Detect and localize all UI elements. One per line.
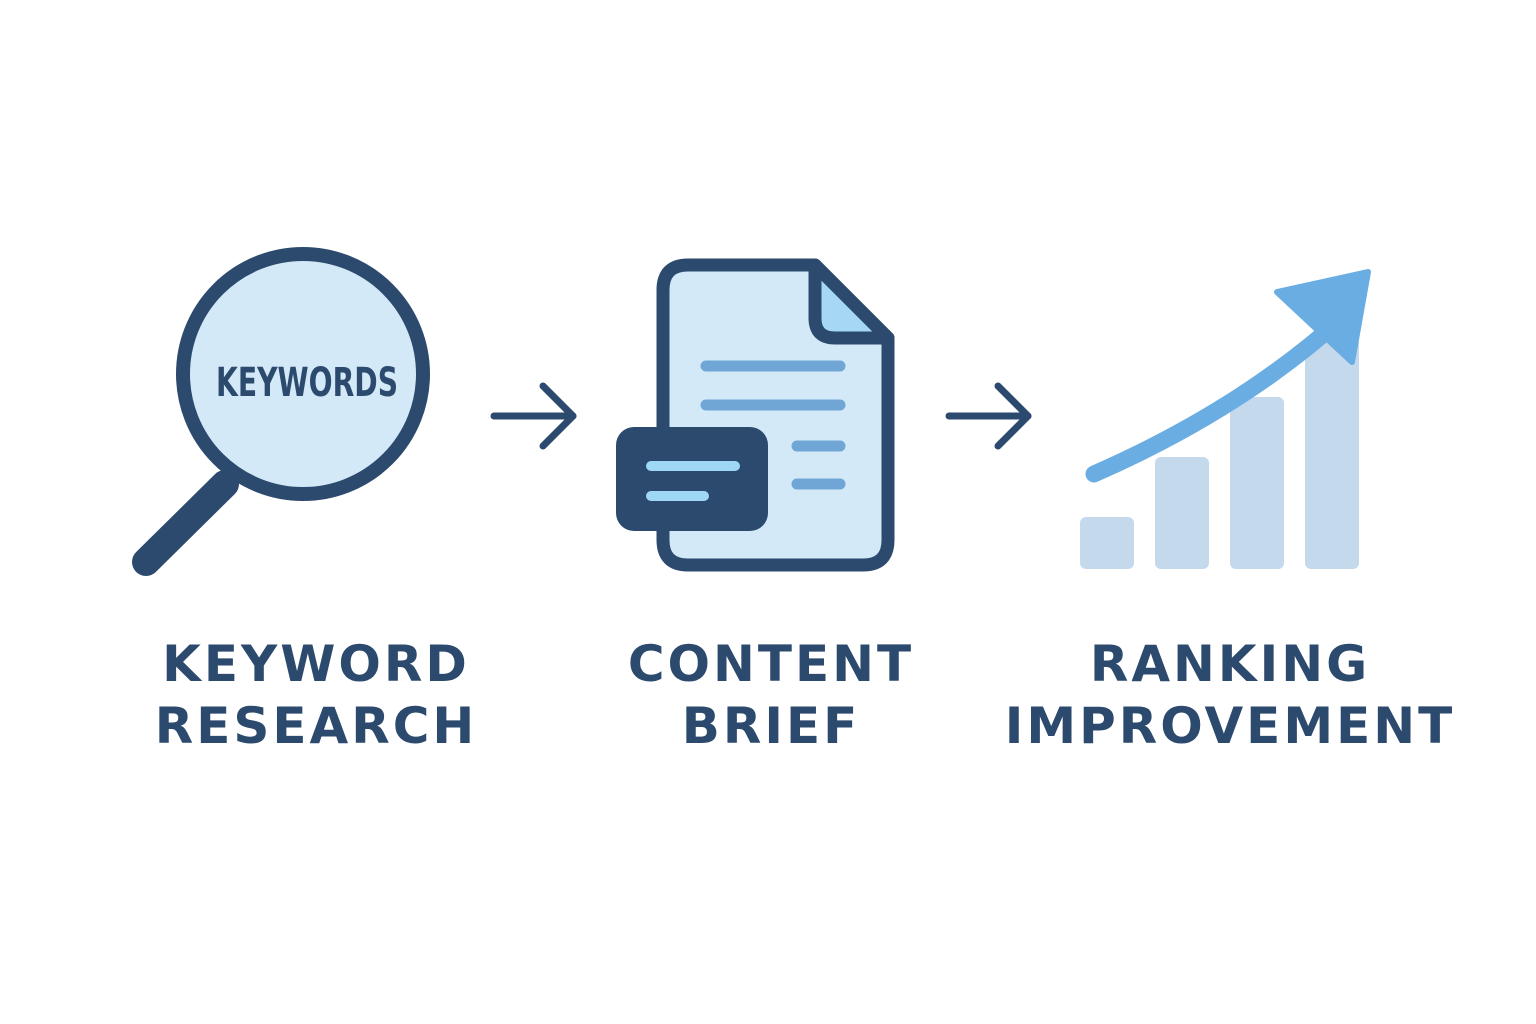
magnifier-handle (132, 470, 239, 576)
document-icon (616, 258, 895, 572)
growth-bar-2 (1155, 457, 1209, 569)
growth-chart-icon (1080, 269, 1371, 569)
flow-arrow-2 (945, 382, 1032, 450)
step-label-line: RANKING (1089, 635, 1371, 693)
growth-bar-4 (1305, 337, 1359, 569)
step-label-ranking-improvement: RANKING IMPROVEMENT (1000, 633, 1460, 757)
step-label-keyword-research: KEYWORD RESEARCH (116, 633, 516, 757)
document-text-lines (700, 360, 846, 490)
step-label-line: KEYWORD (162, 635, 470, 693)
step-label-line: CONTENT (627, 635, 915, 693)
flow-arrow-1 (490, 382, 577, 450)
step-label-line: BRIEF (681, 697, 861, 755)
trend-arrow-head (1274, 269, 1371, 365)
magnifier-icon: KEYWORDS (132, 247, 430, 576)
lens-keywords-text: KEYWORDS (216, 360, 398, 406)
magnifier-lens (176, 247, 430, 501)
growth-bar-1 (1080, 517, 1134, 569)
document-corner-fold (808, 258, 895, 345)
trend-arrow-body (1085, 309, 1351, 483)
growth-bars (1080, 337, 1359, 569)
step-label-line: IMPROVEMENT (1004, 697, 1456, 755)
brief-card (616, 427, 768, 531)
brief-card-lines (646, 461, 740, 501)
step-label-content-brief: CONTENT BRIEF (571, 633, 971, 757)
step-label-line: RESEARCH (154, 697, 478, 755)
growth-bar-3 (1230, 397, 1284, 569)
